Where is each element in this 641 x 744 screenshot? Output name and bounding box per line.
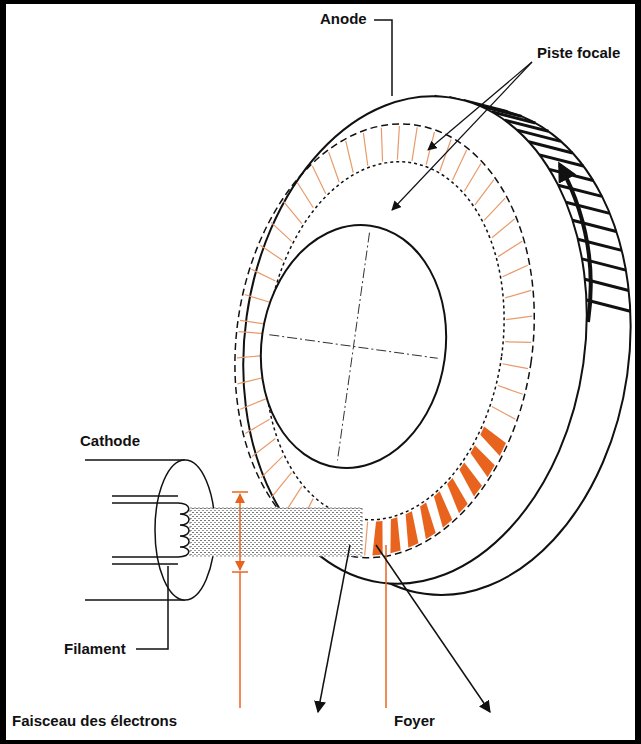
track-line bbox=[309, 166, 329, 194]
cathode-housing bbox=[85, 459, 185, 461]
x-ray-arrow bbox=[318, 545, 350, 712]
part-label: Piste focale bbox=[535, 44, 622, 62]
track-line bbox=[502, 364, 528, 369]
anode-hub bbox=[245, 213, 461, 480]
track-line bbox=[250, 269, 276, 281]
track-line bbox=[239, 330, 265, 335]
track-line bbox=[453, 149, 467, 182]
track-outer-edge bbox=[208, 104, 562, 577]
track-line bbox=[325, 152, 343, 182]
leader-line bbox=[239, 572, 241, 708]
track-line bbox=[237, 352, 263, 361]
rim-stripe bbox=[572, 220, 617, 231]
track-line bbox=[503, 262, 528, 280]
filament-lead bbox=[112, 563, 178, 565]
focal-spot-wedge bbox=[386, 517, 405, 555]
track-inner-edge bbox=[243, 146, 527, 535]
beam-width-arrow bbox=[239, 494, 241, 570]
track-line bbox=[245, 416, 270, 436]
focal-spot-wedge bbox=[478, 426, 508, 456]
leader-line bbox=[136, 566, 168, 649]
part-label: Faisceau des électrons bbox=[10, 712, 179, 730]
axis-line bbox=[269, 335, 437, 359]
leader-line bbox=[385, 545, 387, 708]
rim-stripe bbox=[557, 185, 602, 196]
track-line bbox=[259, 245, 285, 260]
electron-beam bbox=[190, 508, 362, 556]
track-line bbox=[491, 407, 517, 420]
track-line bbox=[475, 178, 494, 207]
part-label: Anode bbox=[318, 10, 369, 28]
focal-spot-wedge bbox=[443, 477, 471, 514]
rim-stripe bbox=[577, 239, 622, 250]
rim-stripe bbox=[586, 300, 631, 311]
track-line bbox=[363, 522, 370, 556]
filament-lead bbox=[112, 556, 178, 558]
track-line bbox=[359, 133, 372, 166]
filament-lead bbox=[112, 495, 178, 497]
track-line bbox=[240, 320, 266, 324]
track-line bbox=[272, 470, 292, 499]
track-line bbox=[294, 183, 316, 208]
track-line bbox=[238, 374, 264, 387]
track-line bbox=[505, 287, 531, 301]
track-line bbox=[240, 396, 265, 413]
track-line bbox=[395, 126, 402, 160]
focal-track-lines bbox=[210, 107, 559, 575]
part-label: Filament bbox=[62, 640, 128, 658]
part-label: Foyer bbox=[392, 712, 437, 730]
leader-line bbox=[374, 20, 392, 96]
focal-spot-wedge bbox=[430, 491, 456, 529]
beam-tick bbox=[232, 491, 248, 493]
track-line bbox=[484, 196, 505, 223]
track-line bbox=[261, 454, 283, 480]
rim-stripe bbox=[565, 202, 610, 213]
part-label: Cathode bbox=[78, 432, 142, 450]
track-line bbox=[506, 313, 532, 324]
x-ray-arrow bbox=[376, 545, 490, 712]
track-line bbox=[377, 128, 387, 162]
track-line bbox=[281, 201, 305, 223]
track-line bbox=[498, 238, 522, 259]
leader-line bbox=[428, 62, 532, 150]
track-line bbox=[412, 127, 417, 161]
filament-coil bbox=[178, 503, 189, 557]
focal-spot-wedge bbox=[371, 520, 387, 557]
track-line bbox=[244, 295, 270, 303]
track-line bbox=[342, 141, 358, 173]
track-line bbox=[464, 162, 481, 193]
cathode-housing bbox=[85, 599, 185, 601]
filament-lead bbox=[112, 502, 178, 504]
track-line bbox=[252, 436, 275, 460]
track-line bbox=[269, 222, 294, 241]
focal-spot-wedge bbox=[401, 510, 423, 549]
rotation-arrow bbox=[560, 165, 591, 322]
track-line bbox=[497, 385, 523, 394]
track-line bbox=[440, 138, 451, 171]
track-line bbox=[505, 339, 531, 346]
track-line bbox=[492, 216, 515, 240]
leader-line bbox=[392, 62, 532, 210]
